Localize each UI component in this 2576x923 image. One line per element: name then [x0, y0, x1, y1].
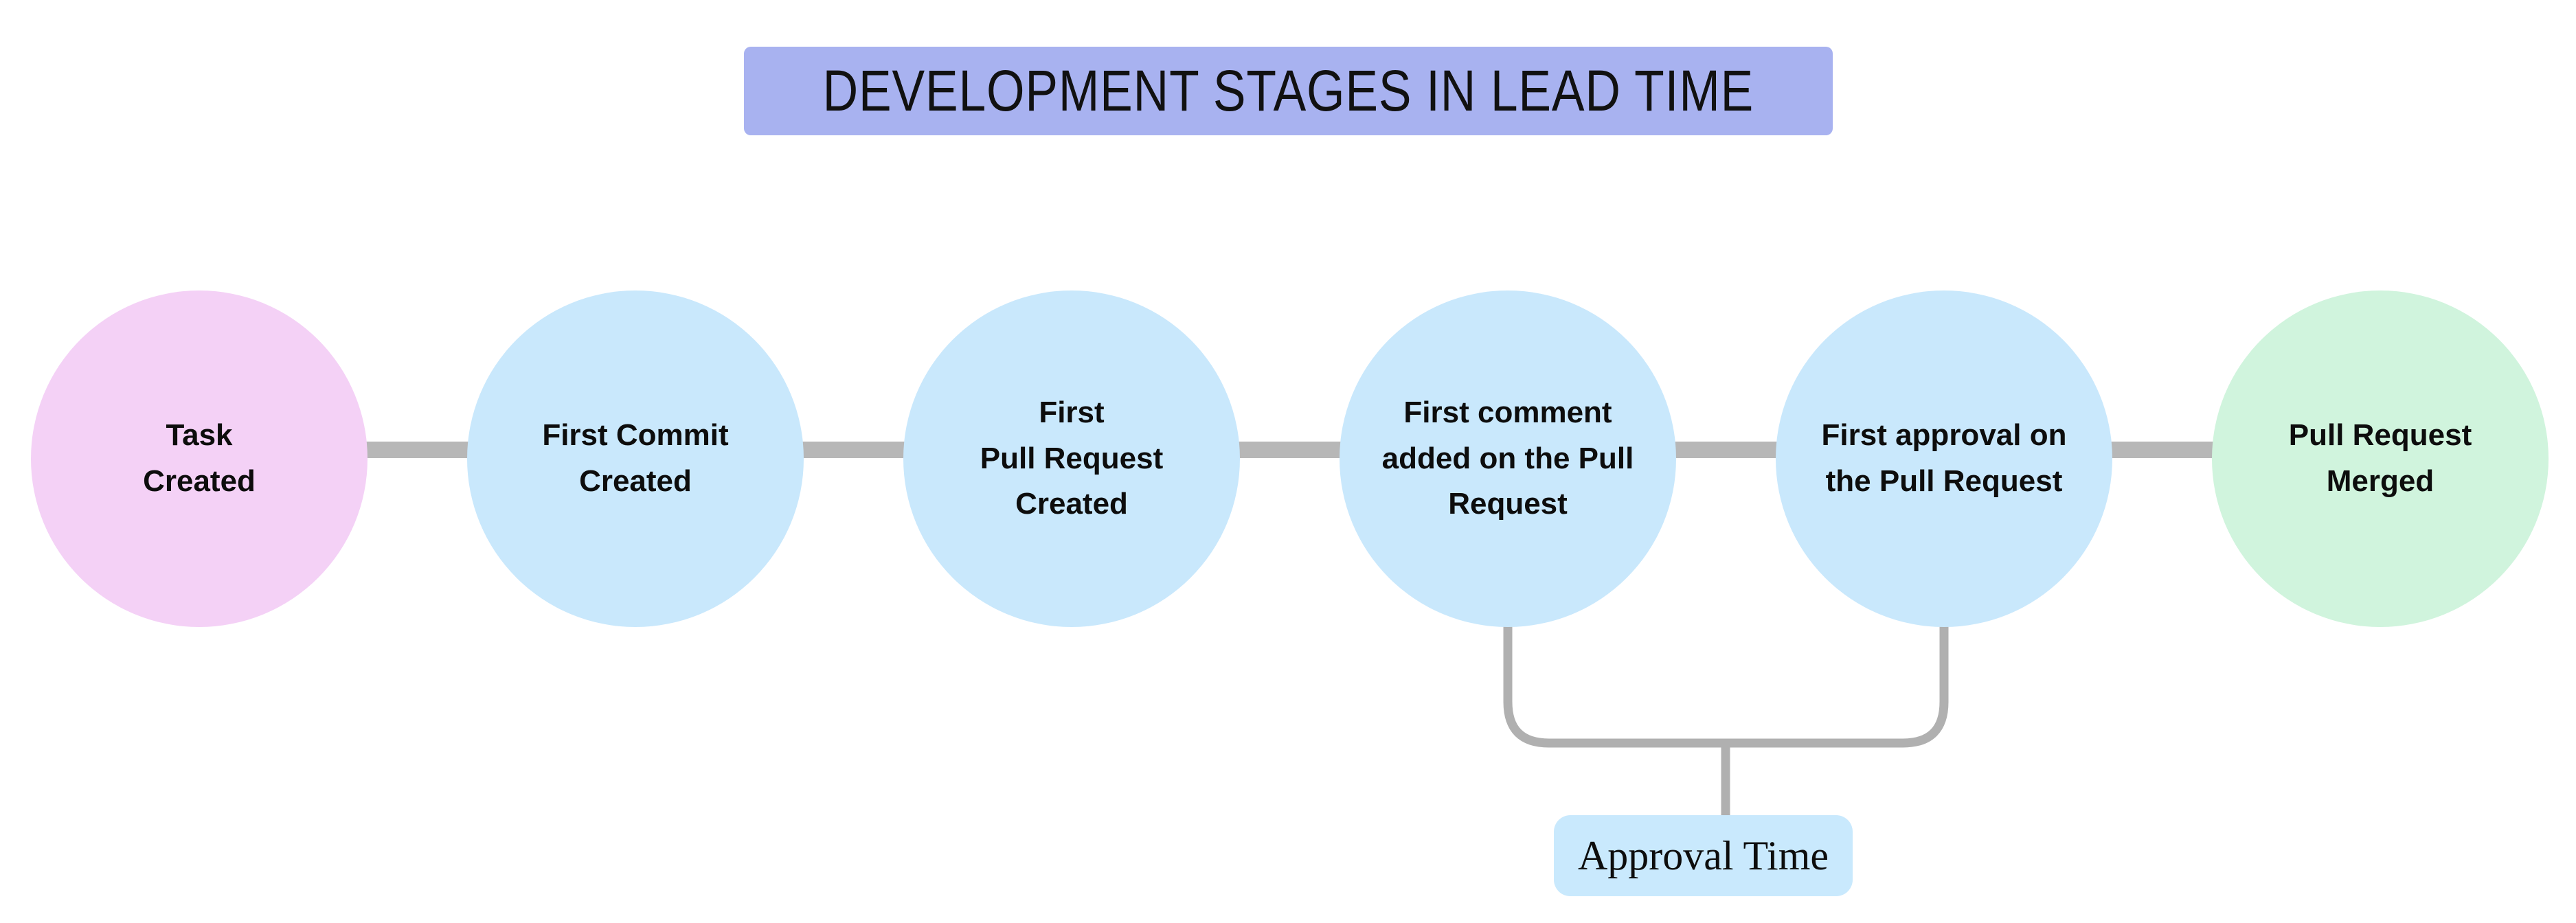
stage-circle-first-approval: First approval on the Pull Request	[1776, 290, 2112, 627]
stage-label: First Commit Created	[542, 418, 729, 498]
stage-label: First comment added on the Pull Request	[1381, 395, 1634, 521]
title-banner: DEVELOPMENT STAGES IN LEAD TIME	[744, 47, 1833, 135]
diagram-title: DEVELOPMENT STAGES IN LEAD TIME	[822, 58, 1754, 123]
stage-label: Pull Request Merged	[2288, 418, 2472, 498]
stage-circle-first-commit: First Commit Created	[467, 290, 804, 627]
stage-circle-first-comment: First comment added on the Pull Request	[1340, 290, 1676, 627]
bracket-curve	[1503, 625, 1949, 748]
stage-label: First Pull Request Created	[980, 395, 1164, 521]
stage-label: Task Created	[143, 418, 256, 498]
stage-circle-first-pull-request: First Pull Request Created	[903, 290, 1240, 627]
stage-label: First approval on the Pull Request	[1821, 418, 2067, 498]
stage-circle-task-created: Task Created	[31, 290, 368, 627]
approval-time-label: Approval Time	[1577, 832, 1829, 878]
approval-time-box: Approval Time	[1554, 815, 1853, 896]
stage-circle-pull-request-merged: Pull Request Merged	[2212, 290, 2549, 627]
